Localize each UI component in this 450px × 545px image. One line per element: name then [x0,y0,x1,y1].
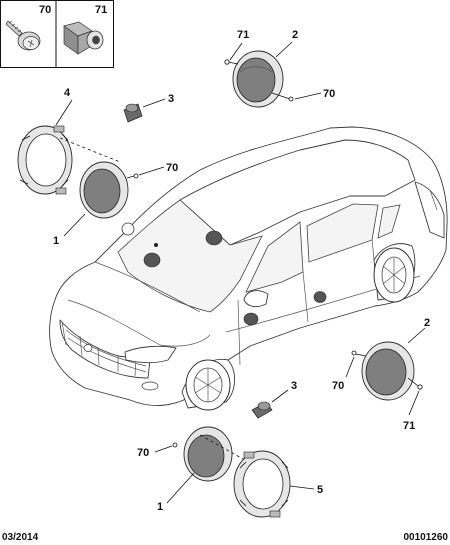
footer-date: 03/2014 [2,532,39,543]
callout-5: 5 [317,484,323,496]
rear-shelf-tweeter [361,341,415,401]
callout-2-rear: 2 [424,317,430,329]
callout-3-top: 3 [168,93,174,105]
inset-screw-ref: 70 [39,4,51,16]
callout-2-top: 2 [292,29,298,41]
callout-3-rear: 3 [291,380,297,392]
rear-door-speaker [183,426,233,482]
top-tweeter-screw-pin [224,59,294,102]
callout-70-front: 70 [166,162,178,174]
screw-icon [5,20,41,51]
inset-clip-ref: 71 [95,4,107,16]
car-illustration [49,126,448,411]
callout-70-top: 70 [323,88,335,100]
callout-71-top: 71 [237,29,249,41]
top-rear-tweeter [232,50,284,108]
callout-1-front: 1 [53,235,59,247]
callout-71-rear: 71 [403,420,415,432]
rear-speaker-bracket [233,450,291,518]
footer-ref-number: 00101260 [404,532,449,543]
front-door-speaker [79,161,129,219]
callout-70-lower: 70 [137,447,149,459]
clip-nut-icon [63,21,104,55]
front-speaker-bracket [17,125,73,195]
callout-1-lower: 1 [157,501,163,513]
fastener-inset: 70 71 [0,0,114,68]
dash-tweeter-front [123,103,143,123]
dash-tweeter-rear [251,401,273,419]
callout-4: 4 [64,87,71,99]
callout-70-rear: 70 [332,380,344,392]
